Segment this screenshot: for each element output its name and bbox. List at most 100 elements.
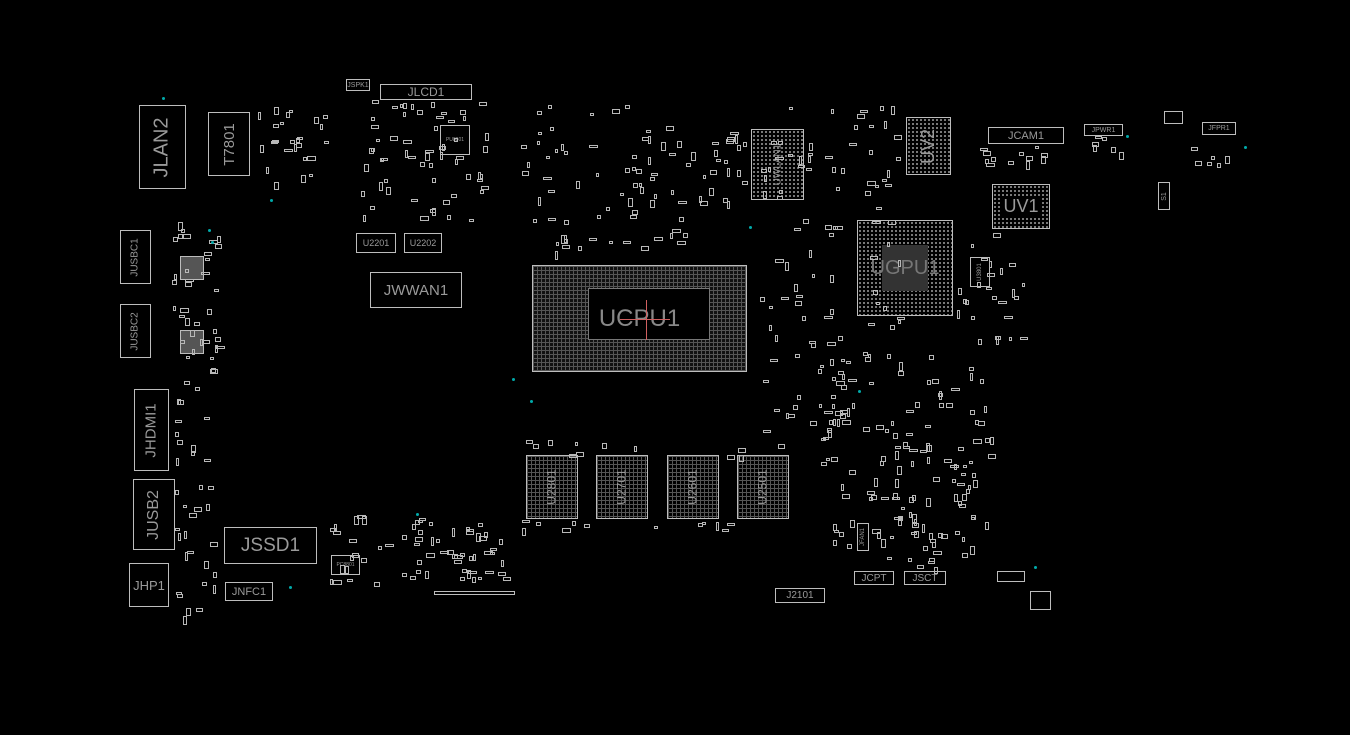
passive-component[interactable]: [872, 221, 882, 225]
passive-component[interactable]: [863, 427, 871, 433]
passive-component[interactable]: [576, 180, 581, 189]
passive-component[interactable]: [191, 348, 195, 355]
passive-component[interactable]: [548, 190, 556, 194]
passive-component[interactable]: [977, 421, 985, 427]
passive-component[interactable]: [981, 258, 989, 262]
passive-component[interactable]: [370, 117, 375, 122]
passive-component[interactable]: [314, 116, 320, 124]
passive-component[interactable]: [702, 522, 706, 526]
passive-component[interactable]: [533, 443, 540, 449]
passive-component[interactable]: [825, 156, 834, 160]
passive-component[interactable]: [690, 152, 696, 162]
passive-component[interactable]: [439, 550, 449, 554]
component-jfpr1[interactable]: JFPR1: [1202, 122, 1236, 135]
passive-component[interactable]: [556, 241, 560, 246]
passive-component[interactable]: [794, 227, 802, 231]
passive-component[interactable]: [1019, 151, 1025, 156]
passive-component[interactable]: [417, 519, 423, 523]
passive-component[interactable]: [875, 301, 880, 305]
passive-component[interactable]: [923, 545, 929, 551]
passive-component[interactable]: [202, 339, 211, 344]
passive-component[interactable]: [380, 157, 385, 162]
passive-component[interactable]: [978, 339, 983, 346]
passive-component[interactable]: [361, 515, 367, 525]
passive-component[interactable]: [769, 325, 772, 332]
passive-component[interactable]: [633, 183, 639, 189]
passive-component[interactable]: [537, 140, 541, 145]
passive-component[interactable]: [881, 538, 887, 548]
passive-component[interactable]: [284, 149, 294, 153]
passive-component[interactable]: [381, 158, 389, 162]
passive-component[interactable]: [715, 158, 721, 162]
passive-component[interactable]: [792, 404, 798, 410]
passive-component[interactable]: [362, 215, 366, 223]
passive-component[interactable]: [992, 295, 998, 300]
passive-component[interactable]: [499, 538, 504, 545]
passive-component[interactable]: [835, 225, 844, 230]
passive-component[interactable]: [802, 218, 809, 224]
passive-component[interactable]: [1007, 160, 1014, 165]
passive-component[interactable]: [465, 527, 470, 532]
passive-component[interactable]: [896, 465, 902, 475]
passive-component[interactable]: [801, 315, 806, 321]
passive-component[interactable]: [846, 407, 850, 417]
passive-component[interactable]: [301, 174, 307, 183]
passive-component[interactable]: [485, 133, 490, 142]
passive-component[interactable]: [404, 150, 408, 159]
passive-component[interactable]: [939, 391, 943, 401]
passive-component[interactable]: [609, 241, 614, 245]
passive-component[interactable]: [654, 237, 664, 242]
passive-component[interactable]: [177, 221, 183, 231]
passive-component[interactable]: [954, 531, 960, 536]
component-unlabeled[interactable]: [1030, 591, 1051, 610]
passive-component[interactable]: [969, 367, 975, 372]
passive-component[interactable]: [980, 379, 985, 385]
passive-component[interactable]: [868, 382, 874, 386]
passive-component[interactable]: [204, 252, 213, 257]
passive-component[interactable]: [838, 532, 844, 538]
passive-component[interactable]: [378, 545, 383, 550]
passive-component[interactable]: [357, 515, 367, 520]
passive-component[interactable]: [827, 342, 837, 347]
passive-component[interactable]: [897, 518, 902, 527]
passive-component[interactable]: [809, 249, 812, 258]
passive-component[interactable]: [834, 530, 840, 534]
passive-component[interactable]: [411, 524, 416, 531]
passive-component[interactable]: [257, 111, 261, 120]
passive-component[interactable]: [550, 126, 555, 131]
passive-component[interactable]: [831, 377, 836, 382]
passive-component[interactable]: [194, 506, 203, 512]
component-jusbc2[interactable]: JUSBC2: [120, 304, 151, 358]
passive-component[interactable]: [818, 404, 822, 409]
component-uwlan1[interactable]: UWLAN1: [751, 129, 804, 200]
passive-component[interactable]: [399, 103, 403, 108]
passive-component[interactable]: [933, 566, 938, 574]
passive-component[interactable]: [876, 206, 883, 210]
passive-component[interactable]: [462, 116, 466, 122]
passive-component[interactable]: [442, 199, 450, 205]
passive-component[interactable]: [917, 565, 925, 570]
passive-component[interactable]: [808, 142, 813, 151]
passive-component[interactable]: [459, 110, 466, 116]
passive-component[interactable]: [951, 478, 956, 483]
passive-component[interactable]: [919, 450, 927, 454]
component-unlabeled[interactable]: [997, 571, 1025, 582]
passive-component[interactable]: [446, 549, 454, 555]
passive-component[interactable]: [208, 486, 215, 491]
passive-component[interactable]: [177, 594, 184, 599]
passive-component[interactable]: [372, 100, 380, 105]
passive-component[interactable]: [840, 410, 849, 415]
passive-component[interactable]: [451, 194, 458, 199]
passive-component[interactable]: [884, 120, 888, 129]
passive-component[interactable]: [347, 578, 354, 582]
passive-component[interactable]: [386, 187, 392, 196]
passive-component[interactable]: [469, 555, 474, 561]
passive-component[interactable]: [671, 190, 675, 196]
passive-component[interactable]: [868, 149, 873, 155]
passive-component[interactable]: [970, 373, 974, 382]
passive-component[interactable]: [212, 571, 217, 578]
passive-component[interactable]: [826, 458, 831, 462]
passive-component[interactable]: [375, 139, 380, 143]
passive-component[interactable]: [726, 201, 730, 210]
passive-component[interactable]: [969, 546, 975, 556]
